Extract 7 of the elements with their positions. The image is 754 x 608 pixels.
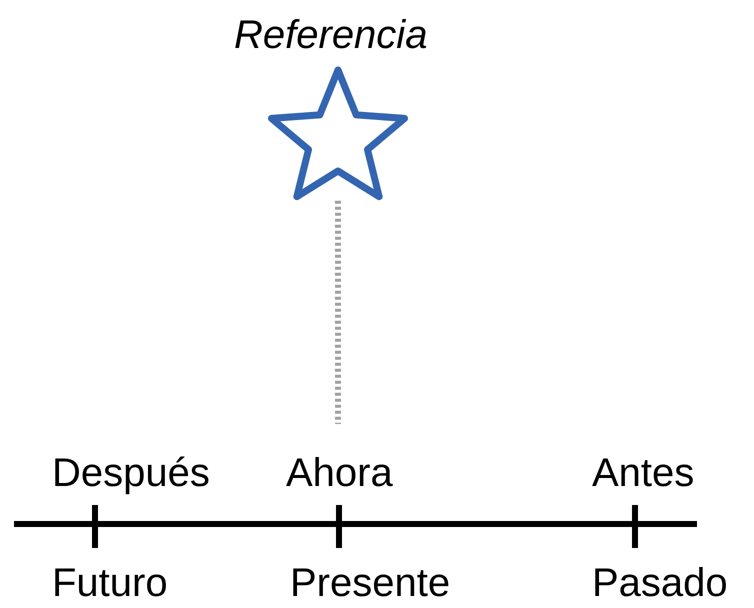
time-label: Ahora [286,450,393,496]
time-label: Antes [592,450,694,496]
tense-label: Futuro [52,560,168,606]
tense-label: Presente [290,560,450,606]
tense-label: Pasado [592,560,728,606]
reference-heading: Referencia [234,12,428,58]
time-label: Después [52,450,210,496]
